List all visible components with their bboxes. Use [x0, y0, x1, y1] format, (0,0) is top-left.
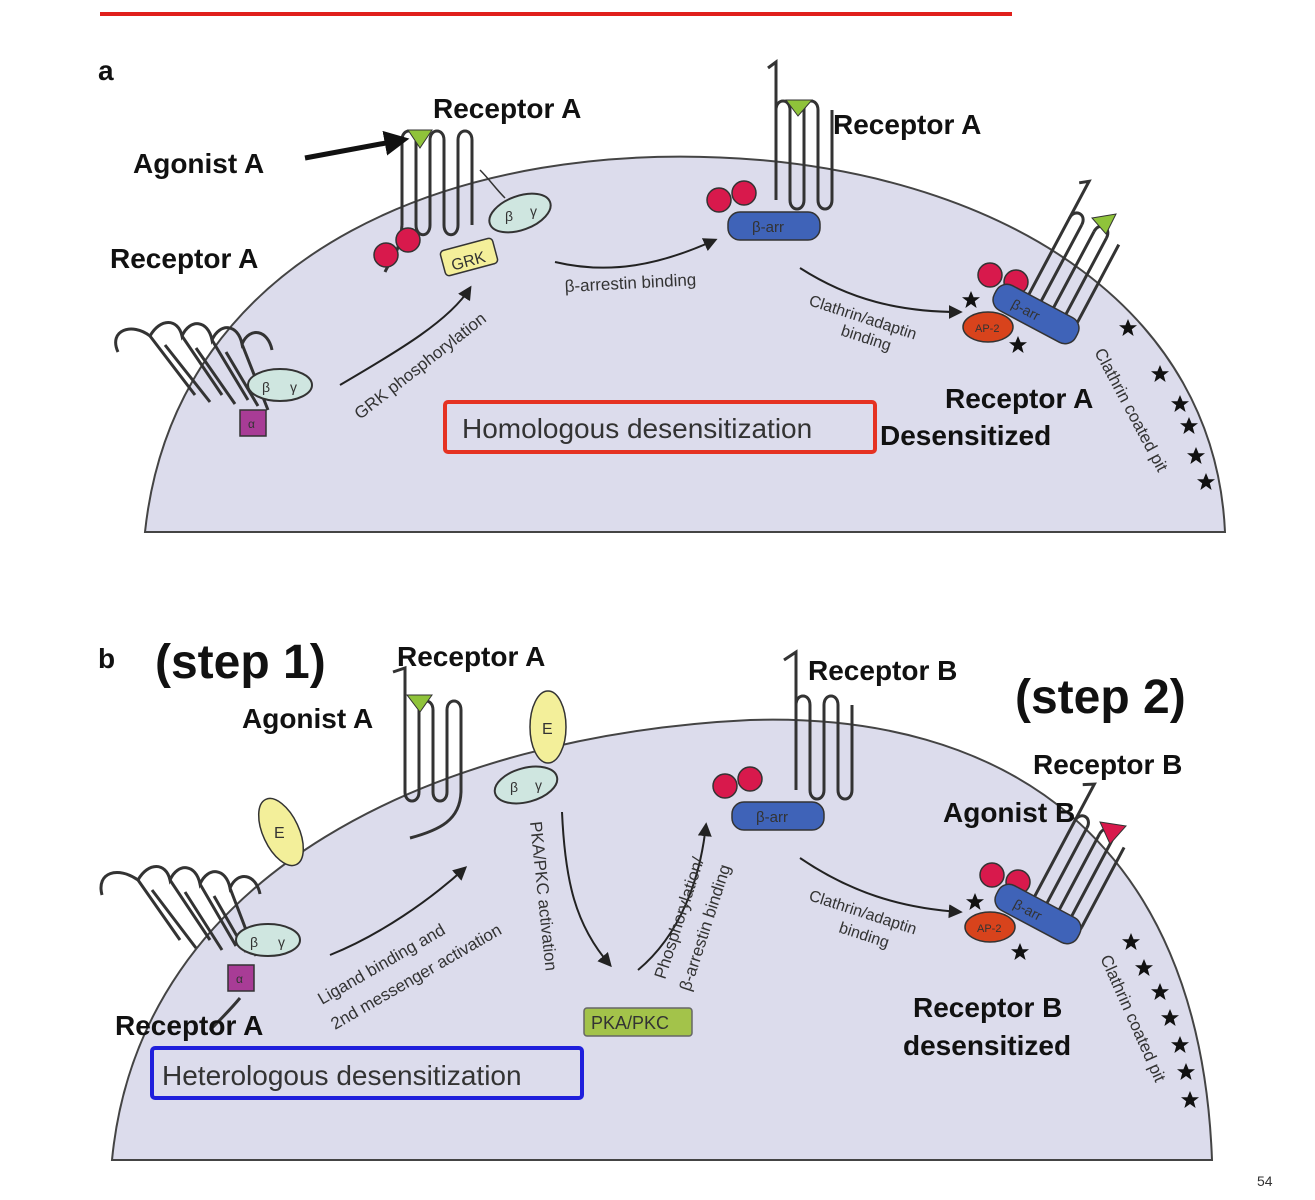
grk-box — [439, 237, 499, 277]
g-beta-gamma-a1 — [247, 368, 313, 402]
agonist-a-ligand-2 — [785, 99, 814, 117]
arrow-arrestin — [554, 238, 718, 269]
panel-b: b (step 1) (step 2) β γ α Receptor A E R… — [98, 636, 1214, 1161]
label-receptor-b-desensitized-2: desensitized — [903, 1030, 1071, 1061]
phospho-p1 — [373, 242, 399, 268]
label-receptor-a-top: Receptor A — [433, 93, 581, 124]
phospho-p5 — [977, 262, 1003, 288]
label-receptor-b-desensitized-1: Receptor B — [913, 992, 1062, 1023]
agonist-a-ligand-b — [405, 694, 433, 713]
label-receptor-a-desensitized-2: Desensitized — [880, 420, 1051, 451]
phospho-p4 — [731, 180, 757, 206]
panel-a: a β γ α Receptor A Agonist A Receptor A … — [98, 55, 1227, 533]
ap2-label: AP-2 — [975, 323, 999, 335]
arrow-grk — [339, 285, 472, 386]
arrow-pka — [561, 811, 612, 968]
homologous-box — [443, 400, 877, 454]
beta-label: β — [510, 779, 518, 795]
g-beta-gamma-b2 — [493, 765, 559, 805]
arrow-phospho — [637, 822, 712, 971]
label-receptor-a-bottom-b: Receptor A — [115, 1010, 263, 1041]
pka-label: PKA/PKC — [591, 1013, 669, 1033]
effector-label: E — [542, 721, 553, 738]
label-receptor-a-top-b: Receptor A — [397, 641, 545, 672]
effector-e1 — [257, 797, 305, 867]
label-receptor-b-2: Receptor B — [1033, 749, 1182, 780]
gamma-label: γ — [290, 379, 297, 395]
panel-a-letter: a — [98, 55, 114, 86]
phospho-p3 — [706, 187, 732, 213]
heterologous-label: Heterologous desensitization — [162, 1060, 522, 1091]
step-1-label: (step 1) — [155, 636, 326, 689]
g-alpha-a1 — [239, 409, 267, 437]
label-receptor-b: Receptor B — [808, 655, 957, 686]
pka-box — [583, 1007, 693, 1037]
agonist-b-ligand — [1099, 821, 1127, 845]
arrestin-b1 — [731, 801, 825, 831]
label-receptor-a-desensitized-1: Receptor A — [945, 383, 1093, 414]
beta-label: β — [250, 934, 258, 950]
agonist-a-ligand-3 — [1091, 213, 1117, 235]
arrow-clathrin-b — [799, 857, 963, 919]
g-alpha-b1 — [227, 964, 255, 992]
effector-e2 — [529, 690, 567, 764]
alpha-label: α — [248, 417, 255, 431]
arrow-clathrin-a — [799, 267, 963, 319]
homologous-label: Homologous desensitization — [462, 413, 812, 444]
label-agonist-b: Agonist B — [943, 797, 1075, 828]
phospho-p2 — [395, 227, 421, 253]
ap2-label: AP-2 — [977, 923, 1001, 935]
label-receptor-a-arrestin: Receptor A — [833, 109, 981, 140]
arrow-ligand — [329, 866, 468, 956]
g-beta-gamma-b1 — [235, 923, 301, 957]
arrestin-a1 — [727, 211, 821, 241]
ap2-a — [962, 311, 1014, 343]
gamma-label: γ — [535, 777, 542, 793]
step-2-label: (step 2) — [1015, 671, 1186, 724]
label-receptor-a-left: Receptor A — [110, 243, 258, 274]
gamma-label: γ — [530, 203, 537, 219]
receptor-b-arrestin — [783, 649, 854, 801]
label-agonist-a: Agonist A — [133, 148, 264, 179]
arrestin-label: β-arr — [756, 809, 788, 826]
phospho-p8 — [737, 766, 763, 792]
ap2-b — [964, 911, 1016, 943]
phospho-p9 — [979, 862, 1005, 888]
receptor-a-active-b — [392, 665, 463, 840]
agonist-arrow — [304, 130, 410, 161]
arrestin-label: β-arr — [752, 219, 784, 236]
label-agonist-a-b: Agonist A — [242, 703, 373, 734]
beta-label: β — [262, 379, 270, 395]
page-number: 54 — [1257, 1173, 1273, 1189]
effector-label: E — [274, 825, 285, 842]
receptor-a-active — [383, 129, 474, 273]
arrestin-a2 — [992, 283, 1080, 345]
panel-b-letter: b — [98, 643, 115, 674]
gamma-label: γ — [278, 934, 285, 950]
receptor-a-inactive-b — [99, 865, 262, 1032]
g-beta-gamma-a2 — [488, 192, 552, 234]
arrestin-b2 — [994, 883, 1082, 945]
beta-label: β — [505, 208, 513, 224]
agonist-a-ligand — [407, 129, 433, 149]
receptor-a-inactive — [114, 321, 274, 411]
alpha-label: α — [236, 972, 243, 986]
heterologous-box — [150, 1046, 584, 1100]
phospho-p7 — [712, 773, 738, 799]
